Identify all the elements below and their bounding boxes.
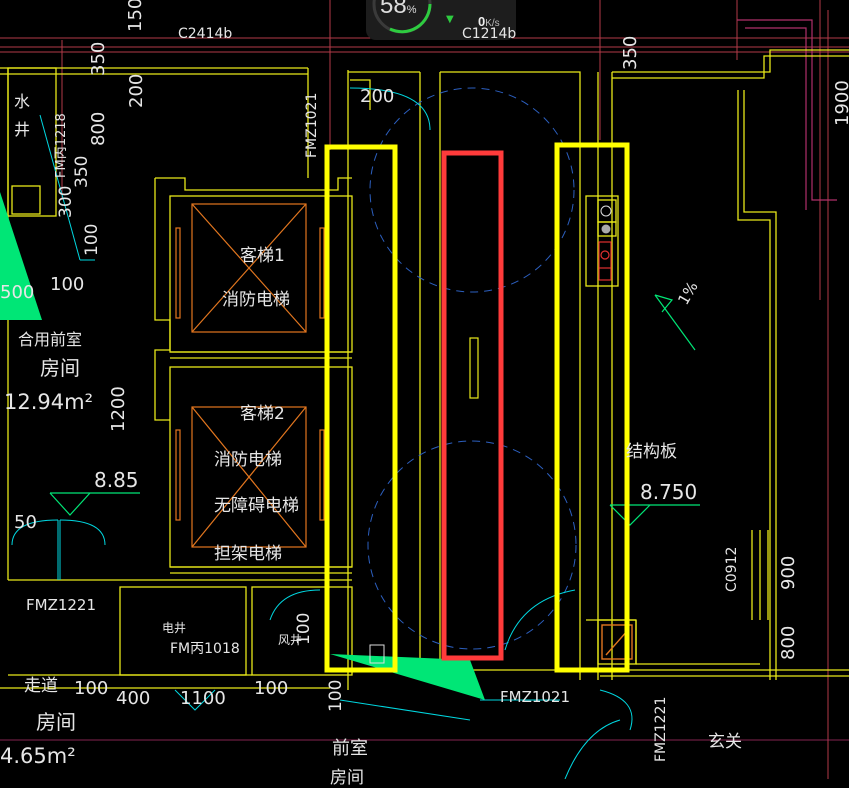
dim-200-h: 200 (360, 86, 395, 107)
door-label-fmz1021-top: FMZ1021 (304, 92, 320, 158)
dim-150: 150 (125, 0, 146, 32)
highlight-box-right (554, 142, 630, 673)
box-symbol (369, 644, 385, 664)
turning-circles (367, 87, 577, 650)
dim-350-b: 350 (620, 35, 641, 70)
dim-500: 500 (0, 282, 35, 303)
walls (0, 49, 849, 690)
foyer-label: 玄关 (708, 732, 742, 752)
network-speed: 0K/s (478, 14, 500, 29)
corridor-label: 走道 (24, 676, 58, 696)
dim-1900: 1900 (832, 80, 849, 126)
water-well-label-2: 井 (14, 120, 31, 139)
grate-circle (601, 224, 611, 234)
dim-900: 900 (778, 555, 799, 590)
dim-400: 400 (116, 688, 151, 709)
stretcher-lift-label: 担架电梯 (214, 544, 282, 564)
dim-200-v: 200 (126, 73, 147, 108)
dim-350-c: 350 (72, 155, 92, 188)
area-label-2: 4.65m² (0, 744, 76, 768)
elevator-cars (175, 203, 325, 548)
lift-2-label: 客梯2 (240, 404, 285, 424)
dim-100-f: 100 (326, 679, 346, 712)
dim-1200: 1200 (108, 386, 129, 432)
door-label-fmb1218: FM丙1218 (54, 113, 69, 178)
level-8-750: 8.750 (640, 480, 698, 504)
door-label-fmz1021-bottom: FMZ1021 (500, 688, 571, 706)
green-hatch (0, 192, 485, 700)
room-label-1: 房间 (40, 356, 80, 380)
highlight-box-left (324, 144, 398, 673)
cpu-percent: 58% (380, 0, 417, 19)
air-well-label: 风井 (278, 633, 303, 647)
dim-100-b: 100 (50, 274, 85, 295)
accessible-lift-label: 无障碍电梯 (214, 496, 299, 516)
water-well-label-1: 水 (14, 92, 31, 111)
orange-symbol (601, 624, 633, 660)
fire-lift-2-label: 消防电梯 (214, 450, 282, 470)
dim-50: 50 (14, 512, 37, 533)
door-swings (11, 87, 633, 779)
level-8-85: 8.85 (94, 468, 139, 492)
vent-circle (600, 205, 612, 217)
electric-well-label: 电井 (162, 621, 187, 635)
fire-symbols (598, 241, 612, 281)
anteroom-label: 前室 (332, 738, 368, 759)
door-label-fmz1221-left: FMZ1221 (26, 596, 97, 614)
network-monitor-widget[interactable]: 58% ▼ 0K/s (366, 0, 516, 40)
dim-350-a: 350 (88, 41, 109, 76)
exterior-lines (0, 19, 849, 741)
room-label-2: 房间 (36, 710, 76, 734)
window-label-c1214b: C1214b (462, 26, 517, 42)
door-label-fmz1221-bottom: FMZ1221 (653, 696, 669, 762)
highlight-box-center (441, 150, 504, 661)
dim-1100: 1100 (180, 688, 226, 709)
dim-800-b: 800 (778, 625, 799, 660)
dim-100-a: 100 (82, 223, 102, 256)
window-label-c0912: C0912 (724, 546, 740, 592)
shaft-marker (469, 337, 479, 399)
area-label-1: 12.94m² (4, 390, 93, 414)
structure-slab-label: 结构板 (626, 442, 677, 462)
dim-800-a: 800 (88, 111, 109, 146)
fire-lift-1-label: 消防电梯 (222, 290, 290, 310)
lift-1-label: 客梯1 (240, 246, 285, 266)
download-arrow-icon: ▼ (446, 14, 454, 25)
dim-100-c: 100 (74, 678, 109, 699)
shared-anteroom-label: 合用前室 (18, 330, 83, 349)
dim-100-d: 100 (254, 678, 289, 699)
door-label-fmb1018: FM丙1018 (170, 641, 240, 657)
window-label-c2414b: C2414b (178, 26, 233, 42)
cpu-gauge (372, 0, 432, 34)
level-markers (49, 294, 700, 526)
dim-300: 300 (56, 185, 76, 218)
